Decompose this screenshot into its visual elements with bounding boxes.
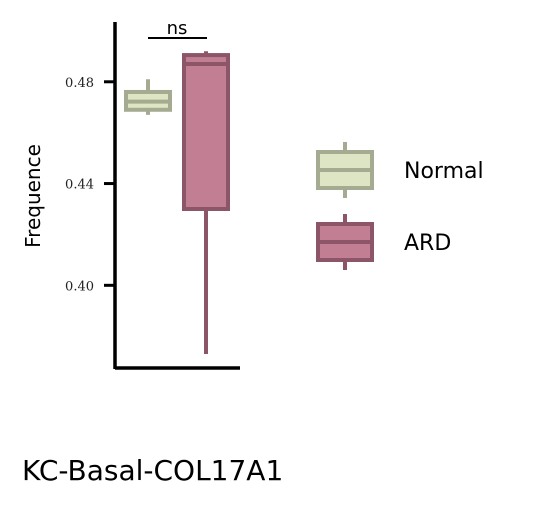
significance-annotation: ns <box>148 18 207 39</box>
y-tick-label: 0.40 <box>65 279 94 294</box>
box-normal <box>124 79 172 115</box>
box-ard <box>182 51 230 355</box>
box-body <box>182 53 230 211</box>
legend-label: ARD <box>404 231 451 256</box>
legend-item-ard: ARD <box>316 214 451 270</box>
chart-title: KC-Basal-COL17A1 <box>22 454 283 487</box>
legend-item-normal: Normal <box>316 142 484 198</box>
significance-label: ns <box>167 18 188 39</box>
y-ticks: 0.40 0.44 0.48 <box>65 76 115 294</box>
legend-label: Normal <box>404 159 484 184</box>
y-tick-label: 0.44 <box>65 178 94 193</box>
axes <box>113 22 240 370</box>
y-tick-label: 0.48 <box>65 76 94 91</box>
boxes <box>124 51 230 355</box>
y-axis-label: Frequence <box>21 144 45 248</box>
